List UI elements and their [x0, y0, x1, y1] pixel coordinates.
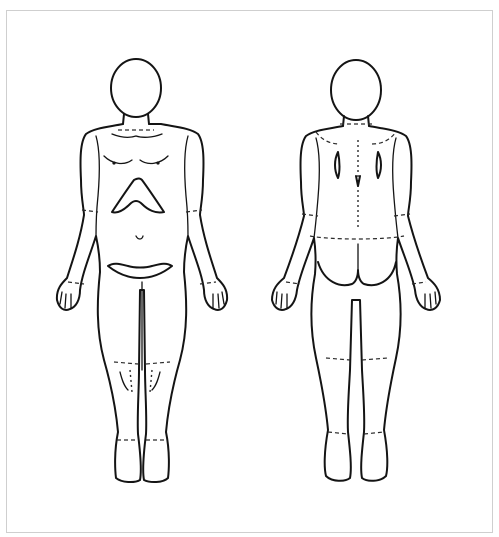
back-ankle-lines [328, 432, 384, 434]
back-left-arm-inner [314, 138, 319, 238]
back-waist-line [310, 236, 404, 239]
back-body-figure [272, 60, 440, 481]
front-right-pectoral [140, 156, 168, 163]
back-left-fingers [276, 292, 287, 309]
front-left-nipple [112, 161, 115, 164]
front-left-fingers [60, 292, 71, 309]
front-right-fingers [213, 292, 224, 309]
front-body-figure [57, 59, 227, 482]
back-shoulder-lines [316, 132, 396, 144]
front-left-arm-inner [96, 136, 99, 236]
back-spine-mark [356, 176, 360, 186]
back-right-scapula [377, 152, 382, 178]
back-buttocks [318, 262, 396, 285]
front-right-arm-inner [185, 136, 188, 236]
back-head [331, 60, 381, 120]
front-knee-marks [130, 370, 152, 392]
front-collarbone [112, 134, 162, 137]
front-right-nipple [156, 161, 159, 164]
back-left-scapula [335, 152, 340, 178]
front-head [111, 59, 161, 117]
back-elbow-lines [302, 214, 410, 216]
back-wrist-lines [286, 282, 426, 284]
front-pelvis [108, 264, 172, 278]
back-right-arm-inner [393, 138, 398, 238]
front-ribcage [112, 179, 164, 213]
front-navel [136, 236, 143, 239]
front-left-pectoral [104, 156, 132, 163]
back-knee-lines [326, 358, 388, 360]
back-right-fingers [425, 292, 436, 309]
front-knee-caps [120, 372, 160, 390]
